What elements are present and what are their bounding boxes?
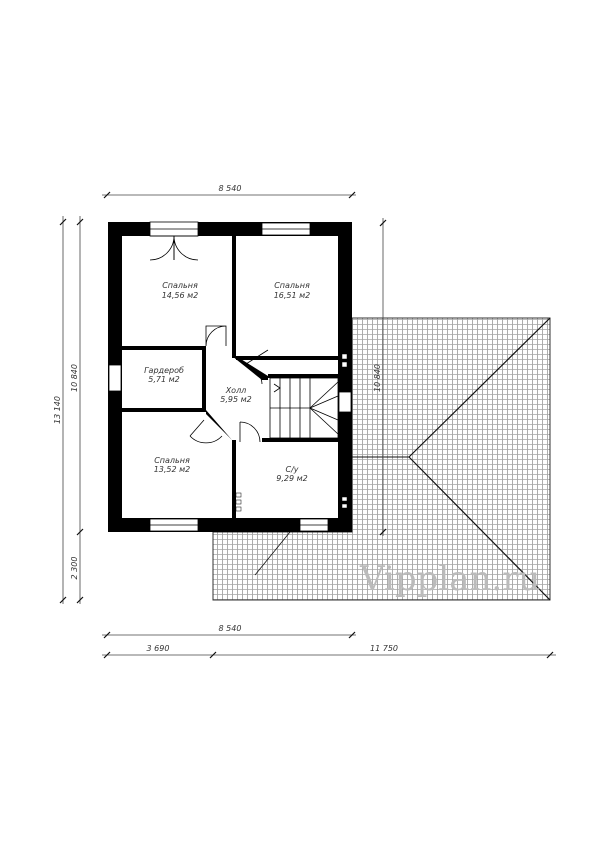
room-name: Спальня [154,456,190,465]
dimension-left-lower: 2 300 [70,557,79,580]
room-area: 14,56 м2 [162,291,199,300]
walls [108,222,352,532]
staircase [269,377,339,439]
vents [235,353,348,512]
room-area: 5,71 м2 [148,375,179,384]
dimension-right: 10 840 [373,364,382,392]
room-area: 13,52 м2 [154,465,191,474]
room-name: С/у [285,465,298,474]
door-swings [149,235,269,444]
dimension-top: 8 540 [219,184,242,193]
windows [108,221,352,532]
room-area: 5,95 м2 [220,395,251,404]
dimension-left-inner: 10 840 [70,364,79,392]
dimension-lines [59,191,556,659]
dimension-bottom-right: 11 750 [370,644,398,653]
room-area: 16,51 м2 [274,291,311,300]
dimension-bottom-left: 3 690 [147,644,170,653]
dimension-bottom-total: 8 540 [219,624,242,633]
room-name: Спальня [274,281,310,290]
room-name: Холл [225,386,247,395]
room-name: Гардероб [144,366,184,375]
room-area: 9,29 м2 [276,474,307,483]
watermark: Vipplan.ru [359,559,540,599]
dimension-left-outer: 13 140 [53,396,62,424]
room-name: Спальня [162,281,198,290]
roof [212,317,551,601]
